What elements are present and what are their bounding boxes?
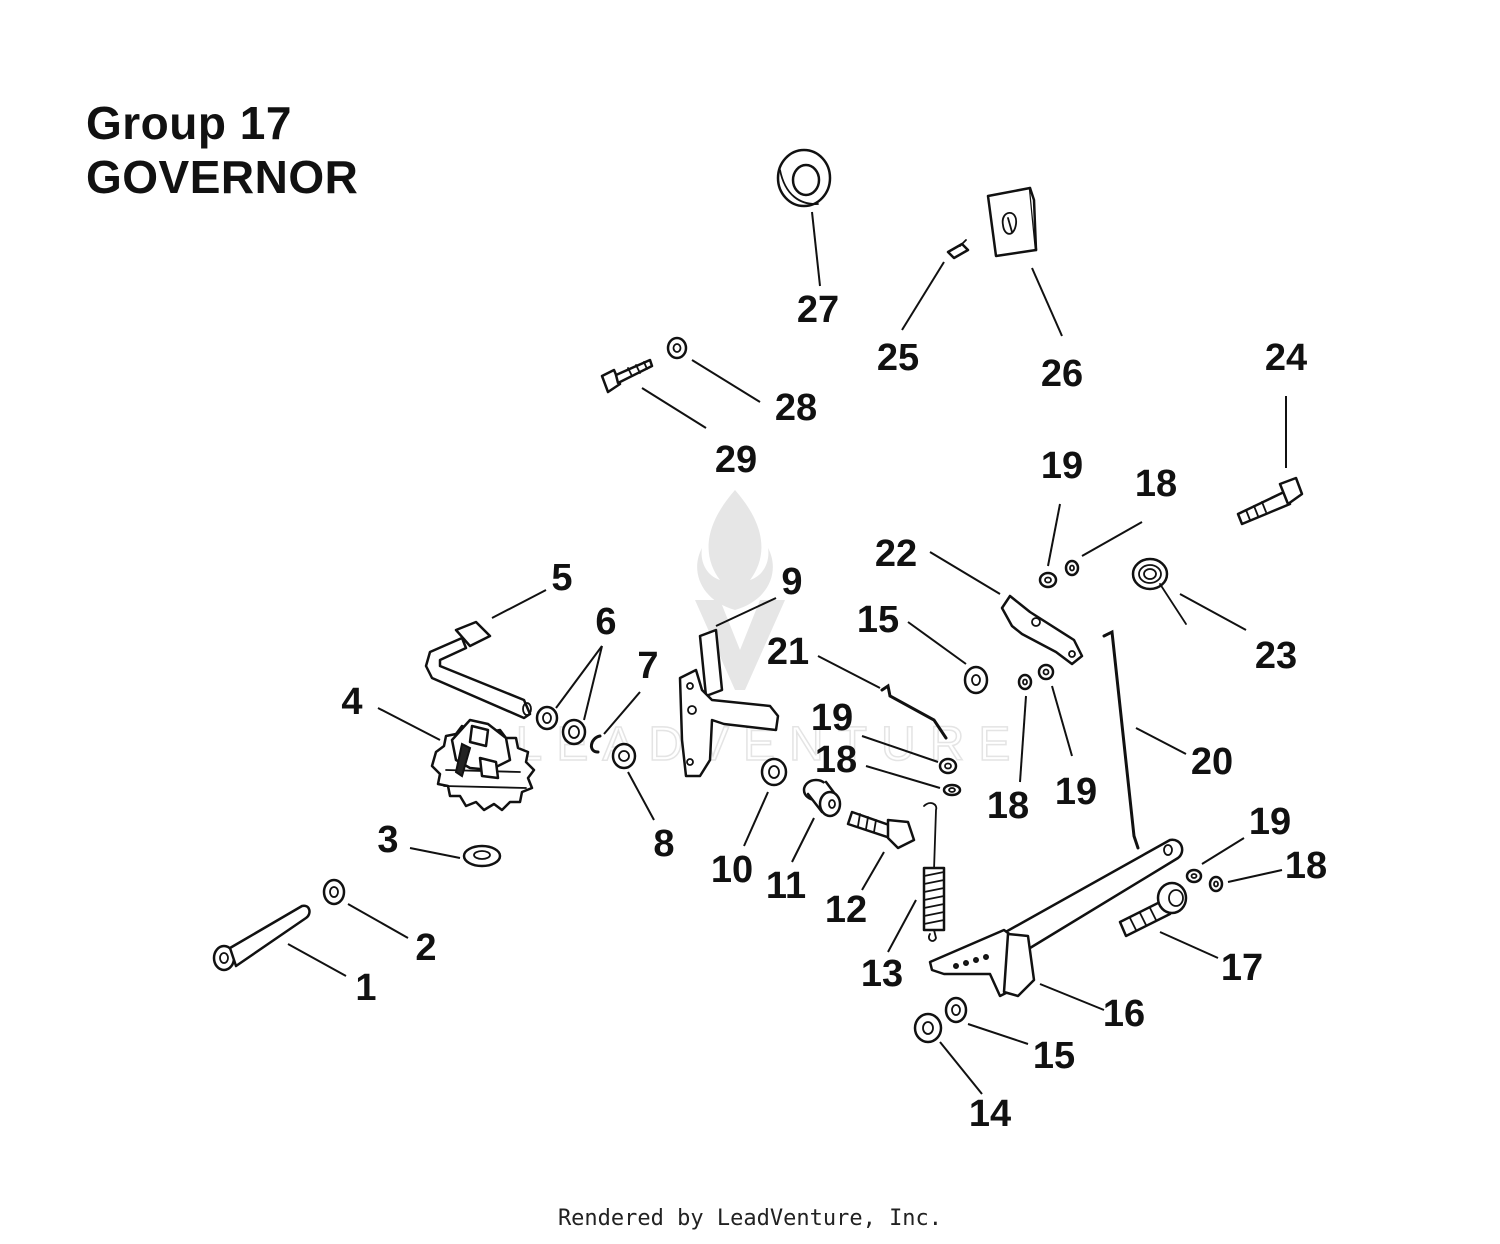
callout-14: 14 — [969, 1093, 1011, 1135]
part-19-nut-mid — [1037, 663, 1055, 681]
callout-8: 8 — [653, 823, 674, 865]
callout-17: 17 — [1221, 947, 1263, 989]
callout-22: 22 — [875, 533, 917, 575]
callout-19-mid: 19 — [1055, 771, 1097, 813]
callout-28: 28 — [775, 387, 817, 429]
part-9-arm — [678, 628, 780, 778]
part-20-rod — [1102, 629, 1140, 850]
part-18-washer-mid — [1017, 673, 1033, 691]
part-17-bolt — [1118, 881, 1188, 938]
part-19-nut-upper — [1038, 571, 1058, 589]
callout-10: 10 — [711, 849, 753, 891]
part-10-nut — [760, 757, 788, 787]
callout-18-center: 18 — [815, 739, 857, 781]
part-18-washer-center — [942, 783, 962, 797]
part-19-nut-center — [938, 757, 958, 775]
part-6-washer-a — [535, 705, 559, 731]
callout-19-upper: 19 — [1041, 445, 1083, 487]
callout-24: 24 — [1265, 337, 1307, 379]
callout-16: 16 — [1103, 993, 1145, 1035]
part-15-washer-upper — [963, 665, 989, 695]
part-16-lever — [928, 838, 1184, 998]
callout-18-mid: 18 — [987, 785, 1029, 827]
callout-6: 6 — [595, 601, 616, 643]
callout-11: 11 — [766, 865, 806, 907]
callout-2: 2 — [415, 927, 436, 969]
callout-7: 7 — [637, 645, 658, 687]
section-title: GOVERNOR — [86, 151, 359, 203]
part-18-washer-lower — [1208, 875, 1224, 893]
watermark: LEADVENTURE — [515, 490, 1011, 772]
part-24-bolt — [1236, 476, 1304, 526]
part-19-nut-lower — [1185, 868, 1203, 884]
flame-logo-icon — [697, 490, 773, 610]
part-14-nut — [913, 1012, 943, 1044]
part-8-washer — [611, 742, 637, 770]
v-mark — [695, 600, 785, 690]
callout-12: 12 — [825, 889, 867, 931]
callout-13: 13 — [861, 953, 903, 995]
callout-20: 20 — [1191, 741, 1233, 783]
callout-15-upper: 15 — [857, 599, 899, 641]
callout-3: 3 — [377, 819, 398, 861]
callout-1: 1 — [355, 967, 376, 1009]
callout-29: 29 — [715, 439, 757, 481]
part-26-bracket — [986, 186, 1038, 258]
callout-27: 27 — [797, 289, 839, 331]
part-25-screw — [946, 239, 970, 260]
callout-9: 9 — [781, 561, 802, 603]
callout-5: 5 — [551, 557, 572, 599]
part-22-bracket — [1000, 594, 1084, 666]
part-27-seal — [776, 148, 832, 208]
callout-25: 25 — [877, 337, 919, 379]
part-6-washer-b — [561, 718, 587, 746]
callout-26: 26 — [1041, 353, 1083, 395]
part-23-spring — [1131, 557, 1187, 625]
callout-19-lower: 19 — [1249, 801, 1291, 843]
part-13-spring — [922, 802, 946, 942]
part-7-clip — [590, 734, 602, 754]
part-12-bolt — [846, 810, 916, 850]
part-29-bolt — [600, 358, 654, 394]
part-2-nut — [322, 878, 346, 906]
callout-21: 21 — [767, 631, 809, 673]
part-11-bushing — [802, 778, 842, 818]
part-15-washer-lower — [944, 996, 968, 1024]
part-3-washer — [462, 844, 502, 868]
callout-18-upper: 18 — [1135, 463, 1177, 505]
footer-credit: Rendered by LeadVenture, Inc. — [557, 1206, 943, 1231]
group-title: Group 17 — [86, 97, 292, 149]
part-5-shaft — [424, 620, 532, 720]
part-18-washer-upper — [1064, 559, 1080, 577]
part-28-nut — [666, 336, 688, 360]
callout-19-center: 19 — [811, 697, 853, 739]
part-4-gear — [430, 718, 536, 812]
callout-15-lower: 15 — [1033, 1035, 1075, 1077]
callout-18-lower: 18 — [1285, 845, 1327, 887]
part-1-pin — [212, 904, 311, 972]
callout-23: 23 — [1255, 635, 1297, 677]
callout-4: 4 — [341, 681, 362, 723]
callout-labels: 1 2 3 4 5 6 7 8 9 10 11 12 13 14 15 15 1… — [341, 289, 1327, 1135]
part-21-link — [880, 683, 948, 740]
leader-lines — [287, 211, 1287, 1095]
